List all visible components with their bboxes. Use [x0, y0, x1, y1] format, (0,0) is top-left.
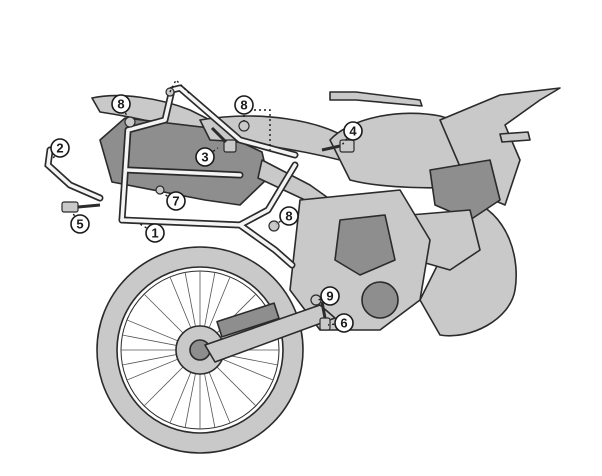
callout-label: 5 — [76, 217, 83, 232]
motorcycle — [91, 87, 561, 454]
front-wheel — [419, 199, 517, 337]
spacer-9 — [310, 294, 322, 306]
rear-support-bar — [44, 146, 104, 202]
callout-label: 1 — [151, 226, 158, 241]
washer-8b — [238, 120, 250, 132]
bolt-6 — [319, 301, 331, 331]
mirror-arm — [499, 131, 531, 143]
callout-label: 4 — [349, 124, 357, 139]
callout-label: 8 — [240, 98, 247, 113]
nut-7 — [155, 185, 165, 195]
washer-8c — [268, 220, 280, 232]
callout-label: 8 — [285, 209, 292, 224]
callout-1: 1 — [145, 223, 165, 243]
bolt-3 — [210, 126, 237, 153]
callout-6: 6 — [334, 313, 354, 333]
engine-cover — [334, 214, 396, 276]
swing-arm — [204, 304, 336, 363]
callout-8-mid: 8 — [279, 206, 299, 226]
callout-9: 9 — [320, 286, 340, 306]
rear-wheel — [96, 246, 304, 454]
callout-7: 7 — [166, 191, 186, 211]
engine-sprocket — [361, 281, 399, 319]
callout-8-top: 8 — [234, 95, 254, 115]
washer-8a — [124, 116, 136, 128]
callout-label: 3 — [201, 150, 208, 165]
callout-8-rear: 8 — [111, 94, 131, 114]
callout-label: 8 — [117, 97, 124, 112]
bolt-5 — [61, 201, 101, 213]
callout-label: 7 — [172, 194, 179, 209]
side-panel — [429, 159, 501, 221]
callout-label: 2 — [56, 141, 63, 156]
callout-5: 5 — [70, 214, 90, 234]
hardware — [61, 87, 355, 331]
callout-label: 9 — [326, 289, 333, 304]
handlebar — [329, 91, 423, 107]
side-rack-inner — [120, 86, 297, 267]
chain-guard — [216, 302, 280, 338]
callout-2: 2 — [50, 138, 70, 158]
callout-4: 4 — [343, 121, 363, 141]
callout-label: 6 — [340, 316, 347, 331]
callout-3: 3 — [195, 147, 215, 167]
